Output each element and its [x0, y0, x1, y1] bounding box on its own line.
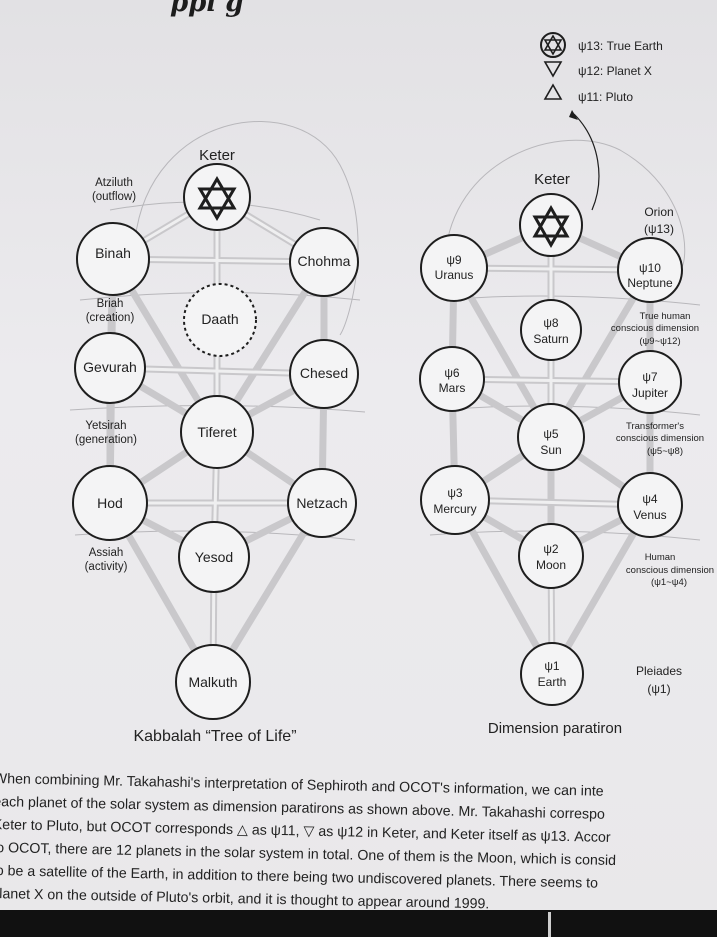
node-netzach: Netzach: [287, 468, 357, 538]
svg-text:(ψ13): (ψ13): [644, 222, 674, 236]
svg-text:Chesed: Chesed: [300, 365, 348, 381]
svg-text:ψ7: ψ7: [642, 370, 658, 384]
svg-text:ψ5: ψ5: [543, 427, 559, 441]
svg-text:Pleiades: Pleiades: [636, 664, 682, 678]
node-moon: ψ2 Moon: [518, 523, 584, 589]
svg-text:Neptune: Neptune: [627, 276, 673, 290]
svg-text:conscious dimension: conscious dimension: [616, 433, 704, 444]
outer-arc: [134, 121, 359, 336]
triangle-down-icon: [543, 61, 563, 78]
legend-item-pluto: ψ11: Pluto: [578, 90, 633, 104]
tree-keter-label: Keter: [199, 147, 235, 164]
world-yetsirah: Yetsirah: [85, 420, 126, 432]
svg-text:True human: True human: [640, 311, 691, 322]
node-venus: ψ4 Venus: [617, 472, 683, 538]
node-earth: ψ1 Earth: [520, 642, 584, 706]
world-labels: Atziluth (outflow) Briah (creation) Yets…: [75, 177, 137, 573]
paratiron-caption: Dimension paratiron: [488, 720, 622, 737]
node-binah: Binah: [76, 222, 150, 296]
node-yesod: Yesod: [178, 521, 250, 593]
svg-text:(ψ9~ψ12): (ψ9~ψ12): [639, 336, 680, 347]
svg-text:Saturn: Saturn: [533, 332, 568, 346]
world-atziluth-desc: (outflow): [92, 191, 136, 203]
legend-item-true-earth: ψ13: True Earth: [578, 39, 663, 53]
svg-text:Sun: Sun: [540, 443, 561, 457]
node-mars: ψ6 Mars: [419, 346, 485, 412]
diagram-canvas: ψ13: True Earth ψ12: Planet X ψ11: Pluto: [69, 32, 714, 745]
svg-text:Malkuth: Malkuth: [188, 674, 237, 690]
svg-text:Human: Human: [645, 552, 676, 563]
paratiron-keter-label: Keter: [534, 171, 570, 188]
svg-text:Netzach: Netzach: [296, 495, 347, 511]
world-yetsirah-desc: (generation): [75, 434, 137, 446]
node-chesed: Chesed: [289, 339, 359, 409]
legend-item-planet-x: ψ12: Planet X: [578, 64, 652, 78]
node-neptune: ψ10 Neptune: [617, 237, 683, 303]
legend: ψ13: True Earth ψ12: Planet X ψ11: Pluto: [540, 32, 663, 104]
svg-text:conscious dimension: conscious dimension: [626, 565, 714, 576]
body-text: When combining Mr. Takahashi's interpret…: [0, 768, 717, 921]
svg-text:(ψ1): (ψ1): [647, 682, 670, 696]
svg-text:ψ6: ψ6: [444, 366, 460, 380]
svg-text:(ψ5~ψ8): (ψ5~ψ8): [647, 446, 683, 457]
paratiron-keter-node: [519, 193, 583, 257]
svg-text:Gevurah: Gevurah: [83, 359, 137, 375]
svg-text:Venus: Venus: [633, 508, 666, 522]
node-chohma: Chohma: [289, 227, 359, 297]
node-daath: Daath: [183, 283, 257, 357]
svg-text:Yesod: Yesod: [195, 549, 233, 565]
node-saturn: ψ8 Saturn: [520, 299, 582, 361]
svg-text:ψ9: ψ9: [446, 253, 462, 267]
svg-text:Mercury: Mercury: [433, 502, 476, 516]
node-malkuth: Malkuth: [175, 644, 251, 720]
node-jupiter: ψ7 Jupiter: [618, 350, 682, 414]
keter-node: [183, 163, 251, 231]
dimension-paratiron: Keter ψ9 Uranus ψ10 Neptune ψ8: [419, 110, 714, 737]
svg-text:Chohma: Chohma: [298, 253, 351, 269]
svg-text:Uranus: Uranus: [435, 268, 474, 282]
node-uranus: ψ9 Uranus: [420, 234, 488, 302]
world-assiah-desc: (activity): [85, 561, 128, 573]
svg-text:conscious dimension: conscious dimension: [611, 323, 699, 334]
node-sun: ψ5 Sun: [517, 403, 585, 471]
world-atziluth: Atziluth: [95, 177, 133, 189]
world-assiah: Assiah: [89, 547, 124, 559]
svg-text:Hod: Hod: [97, 495, 123, 511]
star-of-david-icon: [532, 204, 570, 249]
paratiron-annotations: Orion (ψ13) True human conscious dimensi…: [611, 205, 714, 696]
svg-text:ψ4: ψ4: [642, 492, 658, 506]
star-of-david-circle-icon: [540, 32, 566, 58]
outer-arc-right: [444, 139, 686, 271]
svg-text:Mars: Mars: [439, 381, 466, 395]
tree-of-life: Keter Binah Chohma Daath: [69, 121, 366, 745]
svg-text:ψ3: ψ3: [447, 486, 463, 500]
tree-of-life-caption: Kabbalah “Tree of Life”: [133, 728, 296, 745]
node-hod: Hod: [72, 465, 148, 541]
svg-text:ψ10: ψ10: [639, 261, 661, 275]
svg-text:ψ8: ψ8: [543, 316, 559, 330]
world-briah-desc: (creation): [86, 312, 135, 324]
svg-text:Transformer's: Transformer's: [626, 421, 684, 432]
svg-text:Orion: Orion: [644, 205, 673, 219]
world-briah: Briah: [97, 298, 124, 310]
svg-text:(ψ1~ψ4): (ψ1~ψ4): [651, 577, 687, 588]
page-bottom-edge: [0, 910, 717, 937]
node-tiferet: Tiferet: [180, 395, 254, 469]
page-header-title: ppi g: [170, 0, 244, 18]
bookmark-tick: [548, 912, 551, 937]
svg-text:Binah: Binah: [95, 245, 131, 261]
svg-text:Tiferet: Tiferet: [197, 424, 236, 440]
svg-text:Jupiter: Jupiter: [632, 386, 668, 400]
node-gevurah: Gevurah: [74, 332, 146, 404]
arrow-to-legend: [573, 113, 600, 211]
star-of-david-icon: [197, 176, 237, 221]
svg-text:Moon: Moon: [536, 558, 566, 572]
svg-text:ψ1: ψ1: [544, 659, 560, 673]
node-mercury: ψ3 Mercury: [420, 465, 490, 535]
svg-text:Earth: Earth: [538, 675, 567, 689]
triangle-up-icon: [543, 83, 563, 100]
svg-text:ψ2: ψ2: [543, 542, 559, 556]
svg-text:Daath: Daath: [201, 311, 238, 327]
